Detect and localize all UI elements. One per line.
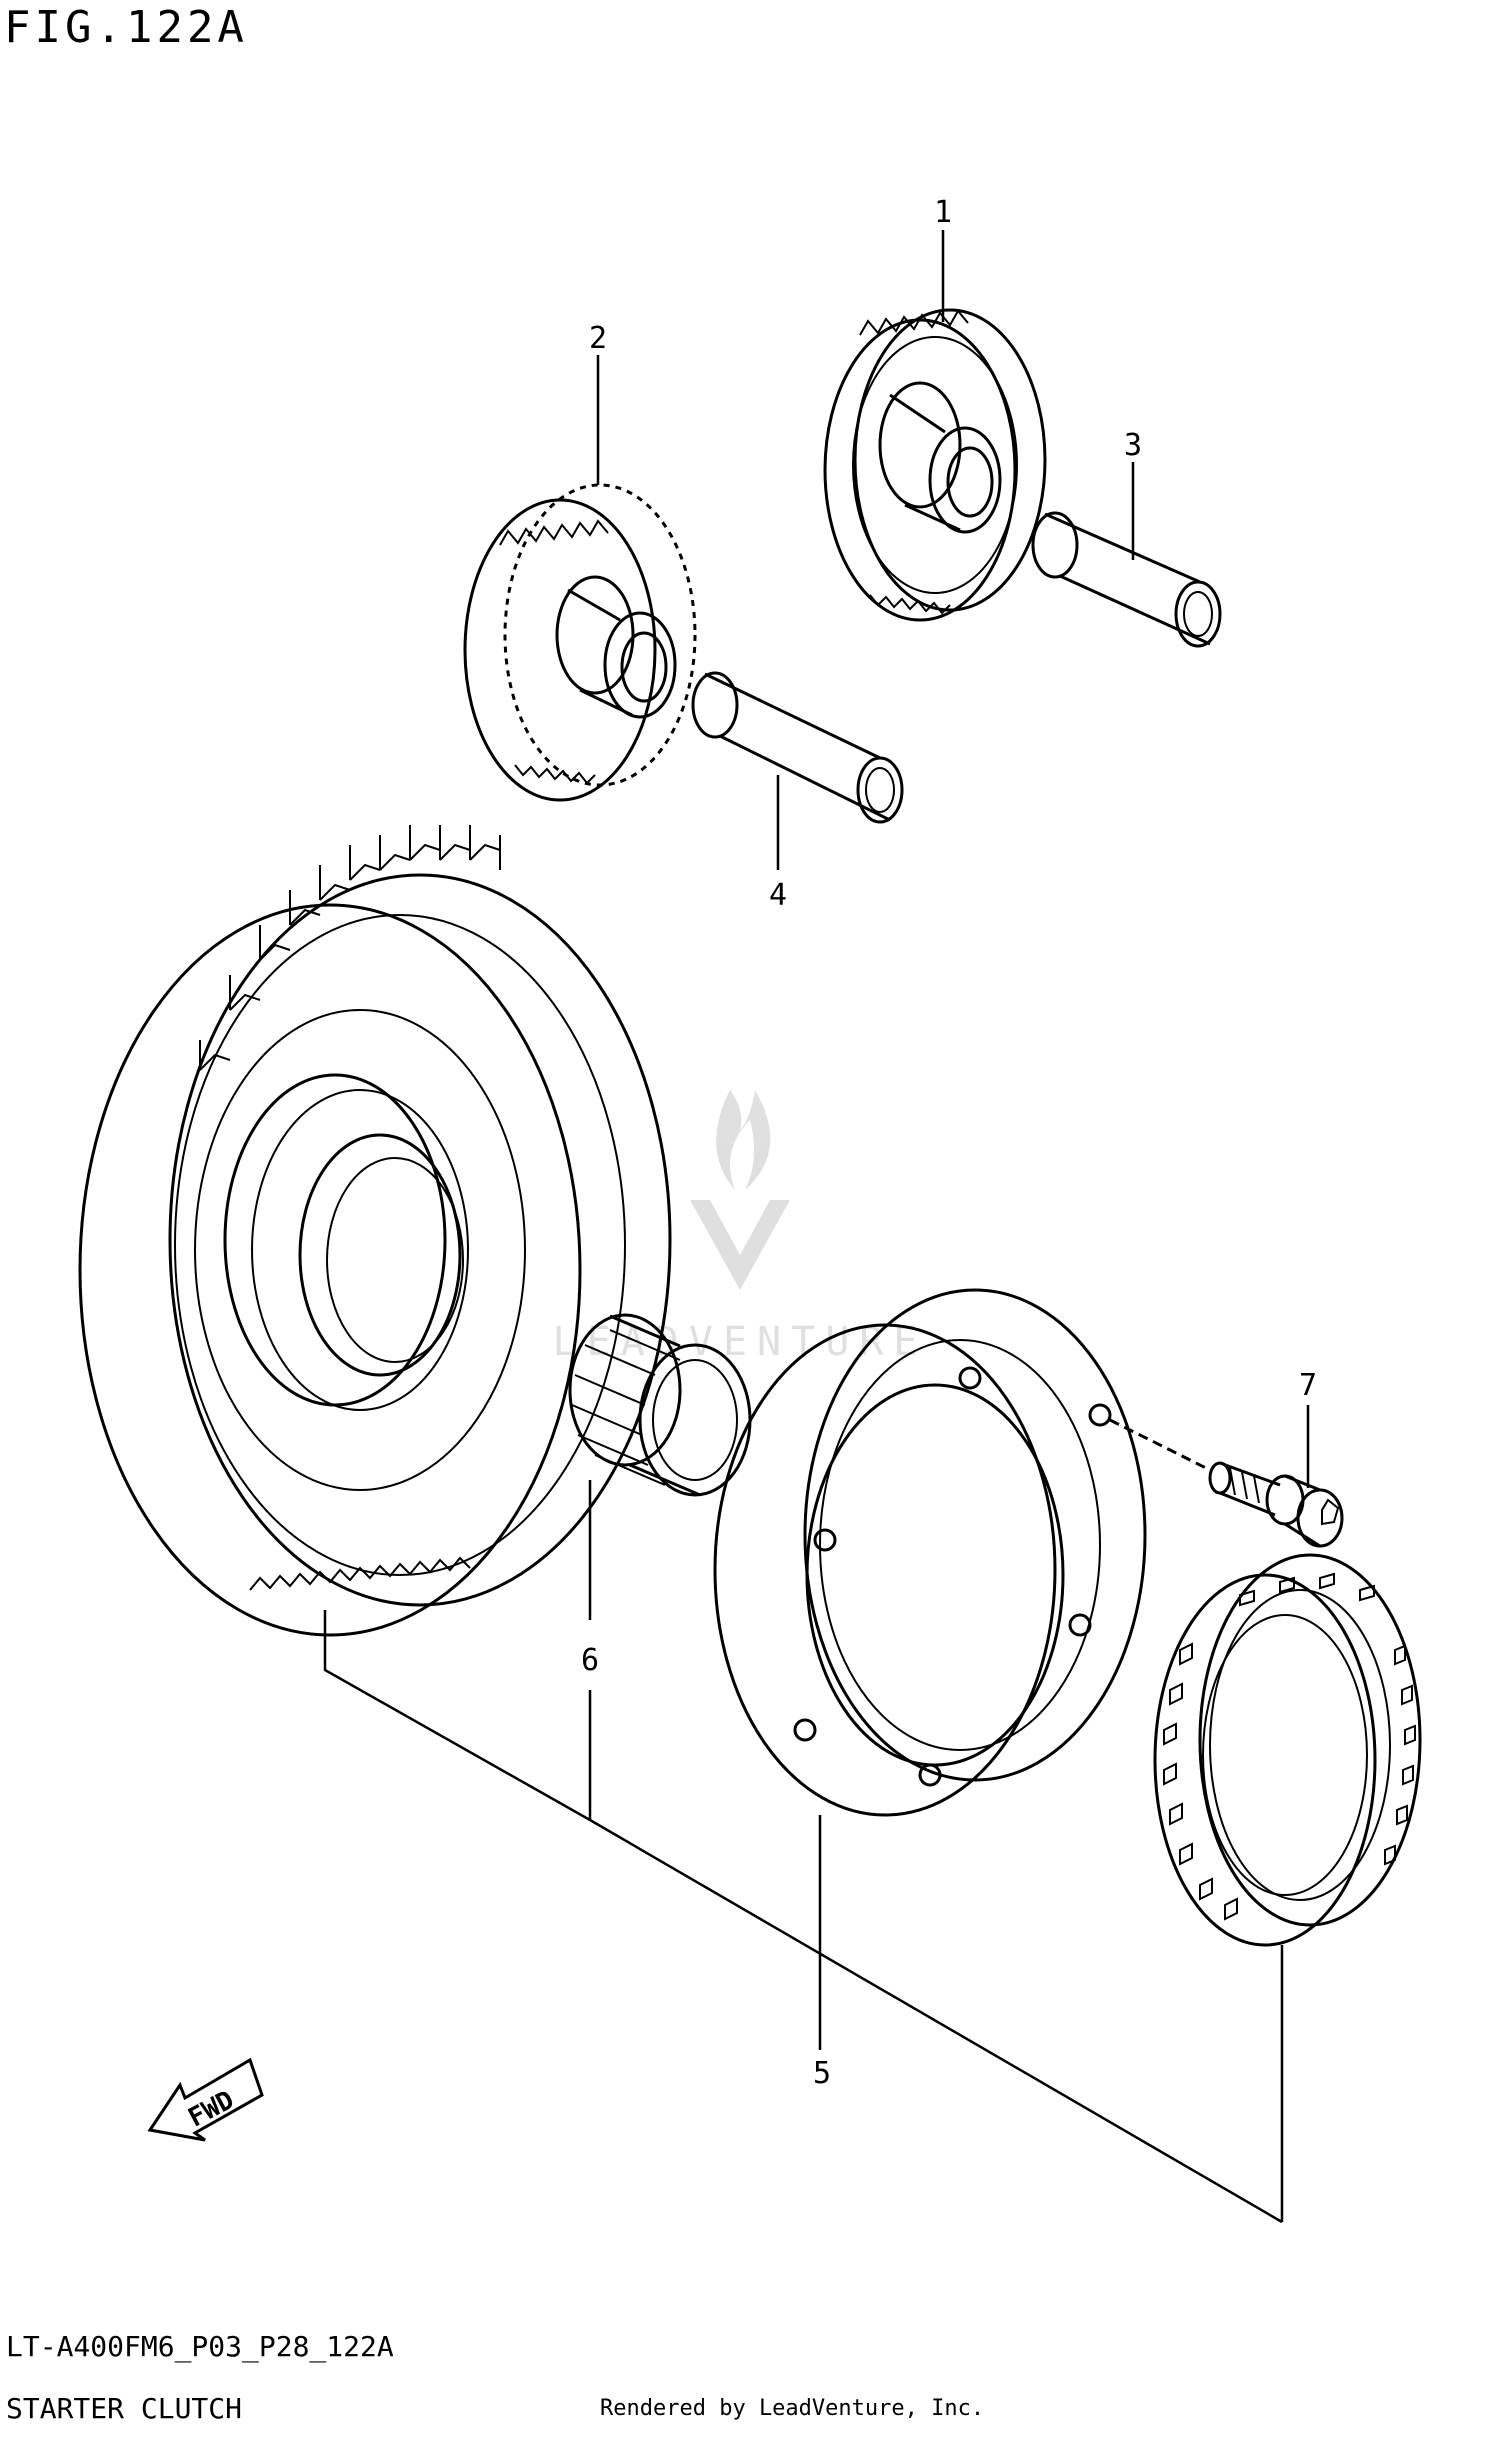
callout-labels: 1 2 3 4 5 6 7 <box>581 195 1317 2091</box>
figure-title: FIG.122A <box>4 2 248 53</box>
part-7-bolt[interactable] <box>1109 1418 1344 1548</box>
callout-1: 1 <box>934 195 952 230</box>
callout-4: 4 <box>769 878 787 913</box>
watermark-logo: LEADVENTURE <box>553 1090 917 1365</box>
callout-3: 3 <box>1124 428 1142 463</box>
callout-6: 6 <box>581 1643 599 1678</box>
part-1-starter-idle-gear[interactable] <box>823 308 1047 622</box>
drawing-code: LT-A400FM6_P03_P28_122A <box>6 2330 394 2363</box>
callout-2: 2 <box>589 321 607 356</box>
callout-7: 7 <box>1299 1368 1317 1403</box>
part-2-starter-idle-gear-no2[interactable] <box>463 483 697 802</box>
starter-driven-gear[interactable] <box>78 825 672 1637</box>
section-name: STARTER CLUTCH <box>6 2392 243 2425</box>
fwd-direction-arrow: FWD <box>147 2057 264 2142</box>
one-way-clutch[interactable] <box>1153 1553 1422 1947</box>
render-credit: Rendered by LeadVenture, Inc. <box>600 2396 985 2421</box>
callout-5: 5 <box>813 2056 831 2091</box>
part-4-shaft[interactable] <box>691 671 904 824</box>
part-3-shaft[interactable] <box>1031 511 1222 648</box>
part-5-clutch-housing[interactable] <box>713 1288 1147 1817</box>
leader-lines <box>323 230 1310 2224</box>
